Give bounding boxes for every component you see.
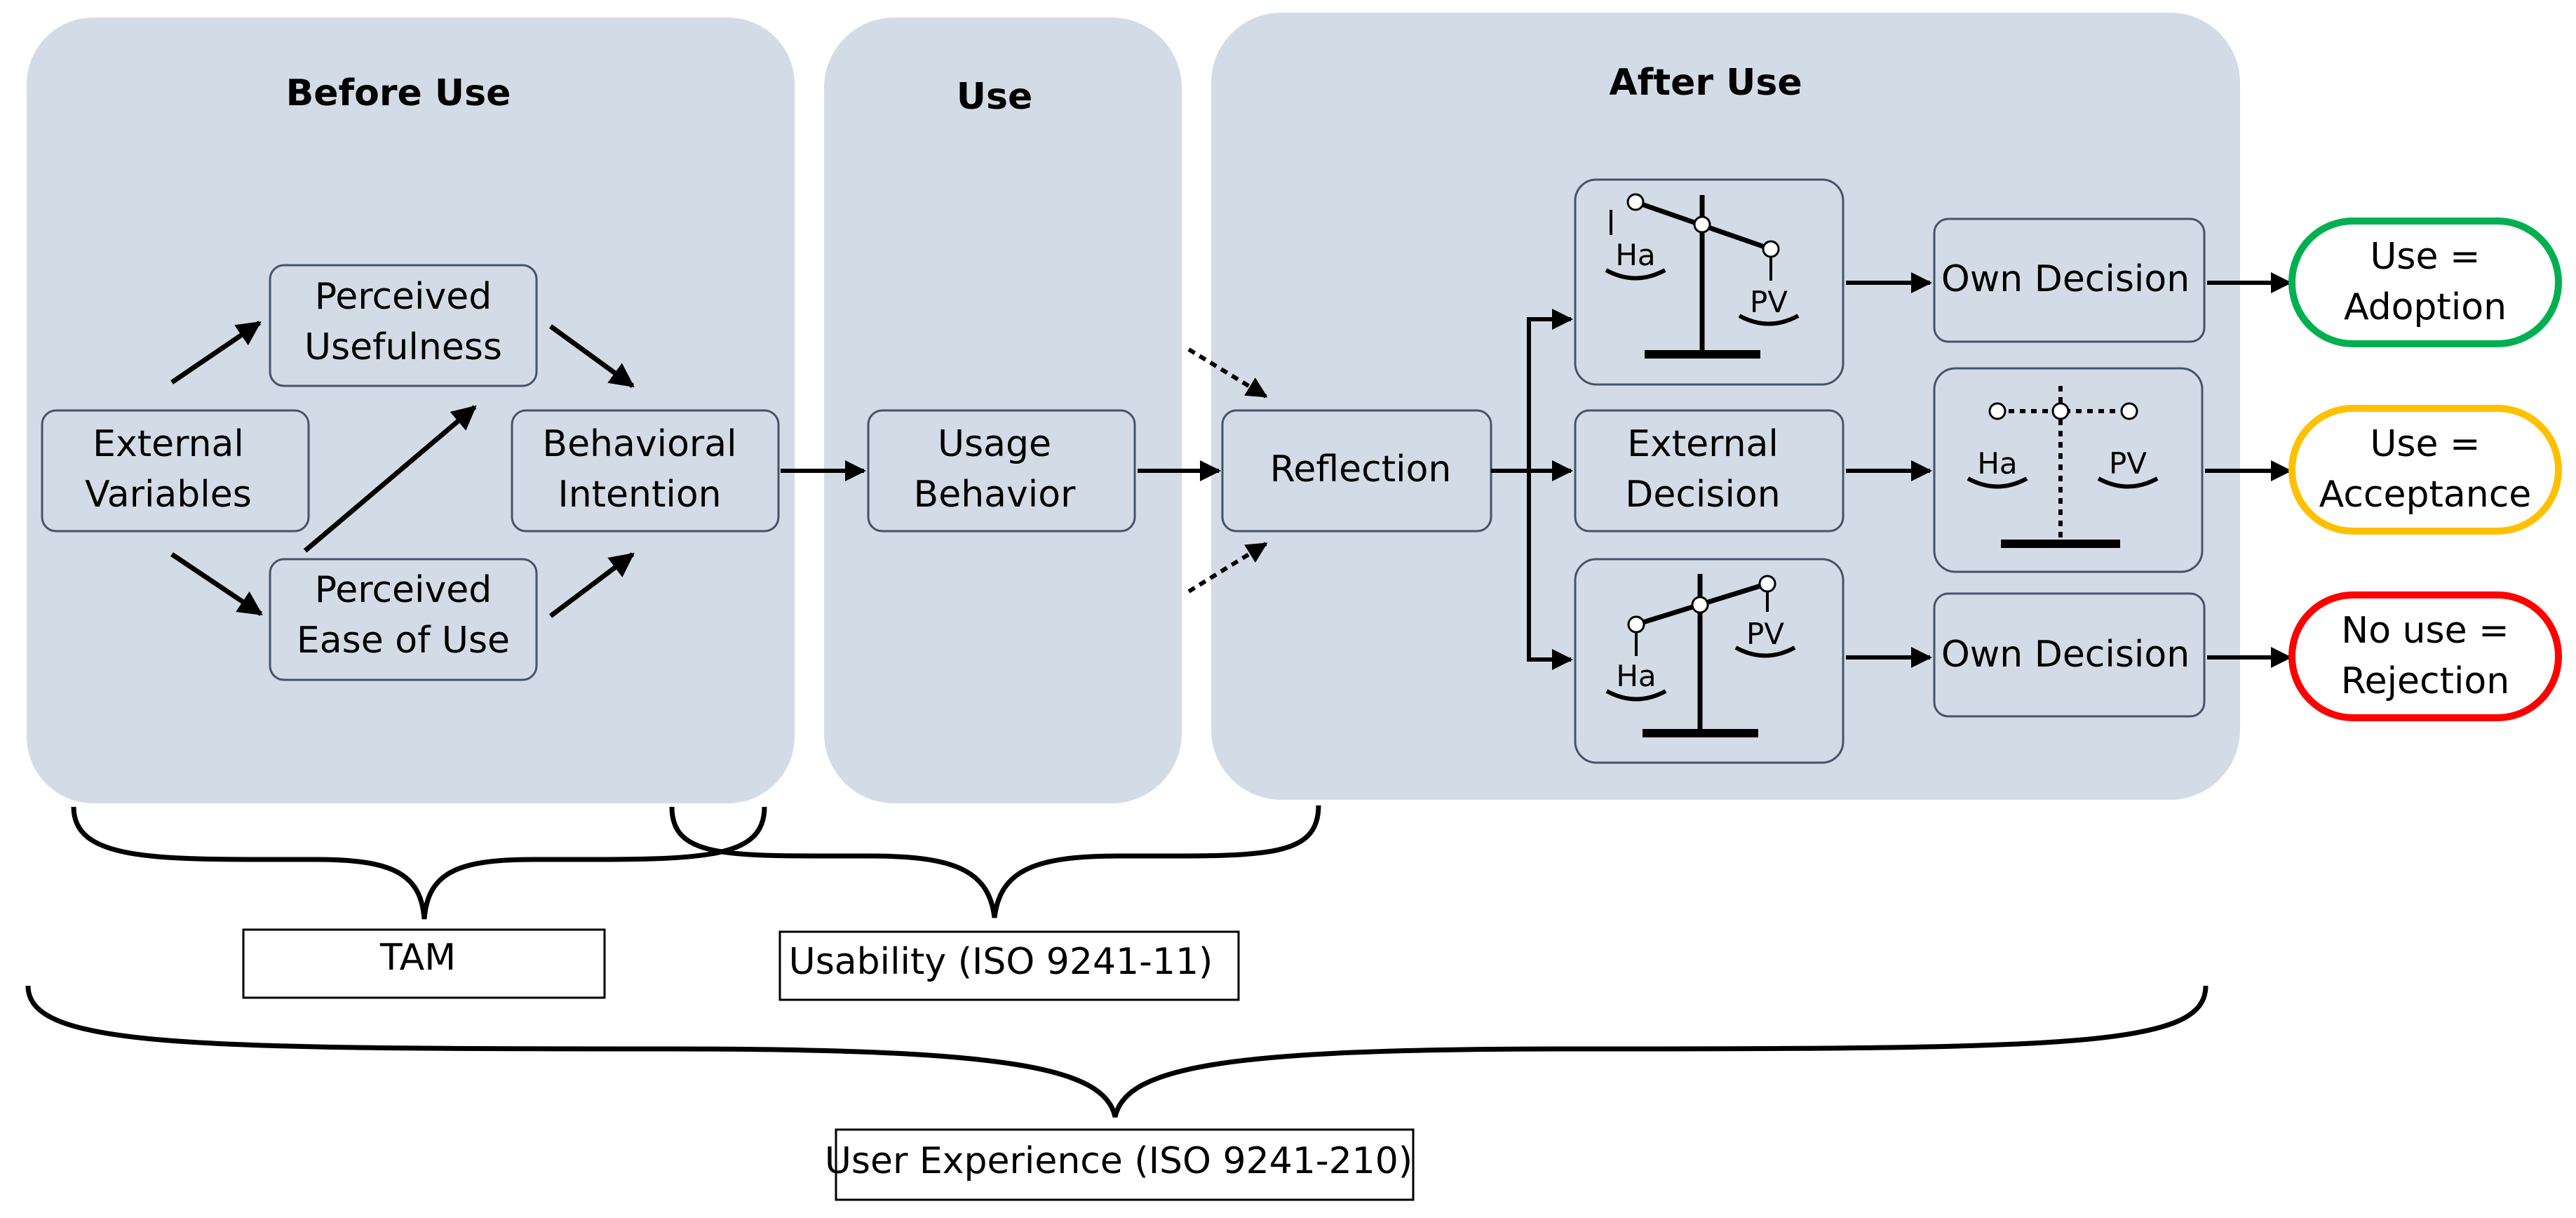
- label-user-experience-text: User Experience (ISO 9241-210): [825, 1140, 1412, 1182]
- phase-title-use: Use: [957, 76, 1032, 118]
- scale-bottom-left-label: Ha: [1616, 659, 1656, 693]
- arrow-pu-to-bi: [548, 324, 635, 388]
- box-perceived-usefulness-line1: Perceived: [315, 276, 492, 318]
- scale-top-right-label: PV: [1750, 285, 1788, 319]
- scale-top-left-label: Ha: [1615, 238, 1655, 272]
- arrow-peou-to-pu: [303, 405, 477, 553]
- phase-title-before-use: Before Use: [286, 72, 511, 114]
- box-own-decision-top: Own Decision: [1933, 218, 2206, 343]
- box-behavioral-intention-line1: Behavioral: [542, 423, 736, 465]
- dotted-arrow-bottom: [1187, 542, 1268, 594]
- panel-before-use: [27, 18, 795, 803]
- outcome-rejection: No use = Rejection: [2288, 591, 2562, 721]
- box-own-decision-bottom-label: Own Decision: [1941, 634, 2190, 676]
- brace-user-experience: [25, 985, 2209, 1118]
- scale-box-top: Ha PV: [1574, 178, 1845, 386]
- box-perceived-ease-of-use-line1: Perceived: [315, 569, 492, 611]
- scale-middle-left-label: Ha: [1977, 446, 2017, 481]
- phase-title-after-use: After Use: [1609, 62, 1802, 104]
- dotted-arrow-top: [1187, 347, 1268, 399]
- box-usage-behavior-line2: Behavior: [914, 474, 1077, 516]
- outcome-rejection-line2: Rejection: [2341, 660, 2509, 702]
- box-usage-behavior-line1: Usage: [938, 423, 1051, 465]
- box-external-variables: External Variables: [41, 409, 310, 533]
- box-own-decision-top-label: Own Decision: [1941, 258, 2190, 300]
- box-reflection: Reflection: [1221, 409, 1492, 533]
- outcome-adoption-line2: Adoption: [2344, 286, 2507, 328]
- brace-usability: [669, 805, 1321, 918]
- box-usage-behavior: Usage Behavior: [867, 409, 1136, 533]
- box-behavioral-intention: Behavioral Intention: [511, 409, 780, 533]
- box-external-decision-line2: Decision: [1625, 474, 1780, 516]
- label-usability: Usability (ISO 9241-11): [778, 930, 1240, 1001]
- box-external-variables-line1: External: [93, 423, 244, 465]
- outcome-adoption-line1: Use =: [2370, 236, 2480, 278]
- box-reflection-label: Reflection: [1270, 448, 1452, 490]
- brace-tam: [71, 806, 767, 920]
- box-external-decision-line1: External: [1627, 423, 1779, 465]
- arrow-peou-to-bi: [548, 552, 635, 618]
- box-behavioral-intention-line2: Intention: [558, 474, 721, 516]
- scale-middle-right-label: PV: [2109, 446, 2147, 481]
- label-user-experience: User Experience (ISO 9241-210): [825, 1128, 1415, 1201]
- scale-box-middle: Ha PV: [1933, 367, 2204, 573]
- box-perceived-usefulness-line2: Usefulness: [304, 326, 502, 368]
- label-tam-text: TAM: [379, 937, 456, 979]
- box-external-variables-line2: Variables: [85, 474, 252, 516]
- outcome-acceptance: Use = Acceptance: [2288, 405, 2562, 535]
- box-perceived-ease-of-use-line2: Ease of Use: [297, 620, 510, 662]
- outcome-acceptance-line2: Acceptance: [2319, 474, 2532, 516]
- arrow-ev-to-peou: [170, 552, 263, 616]
- label-usability-text: Usability (ISO 9241-11): [789, 941, 1213, 983]
- scale-box-bottom: Ha PV: [1574, 558, 1845, 764]
- box-perceived-ease-of-use: Perceived Ease of Use: [269, 558, 538, 681]
- label-tam: TAM: [242, 928, 606, 999]
- scale-bottom-right-label: PV: [1746, 617, 1784, 651]
- arrow-ev-to-pu: [170, 321, 262, 384]
- outcome-rejection-line1: No use =: [2341, 610, 2509, 652]
- outcome-acceptance-line1: Use =: [2370, 423, 2480, 465]
- outcome-adoption: Use = Adoption: [2288, 218, 2562, 347]
- box-own-decision-bottom: Own Decision: [1933, 592, 2206, 718]
- box-external-decision: External Decision: [1574, 409, 1845, 533]
- box-perceived-usefulness: Perceived Usefulness: [269, 264, 538, 387]
